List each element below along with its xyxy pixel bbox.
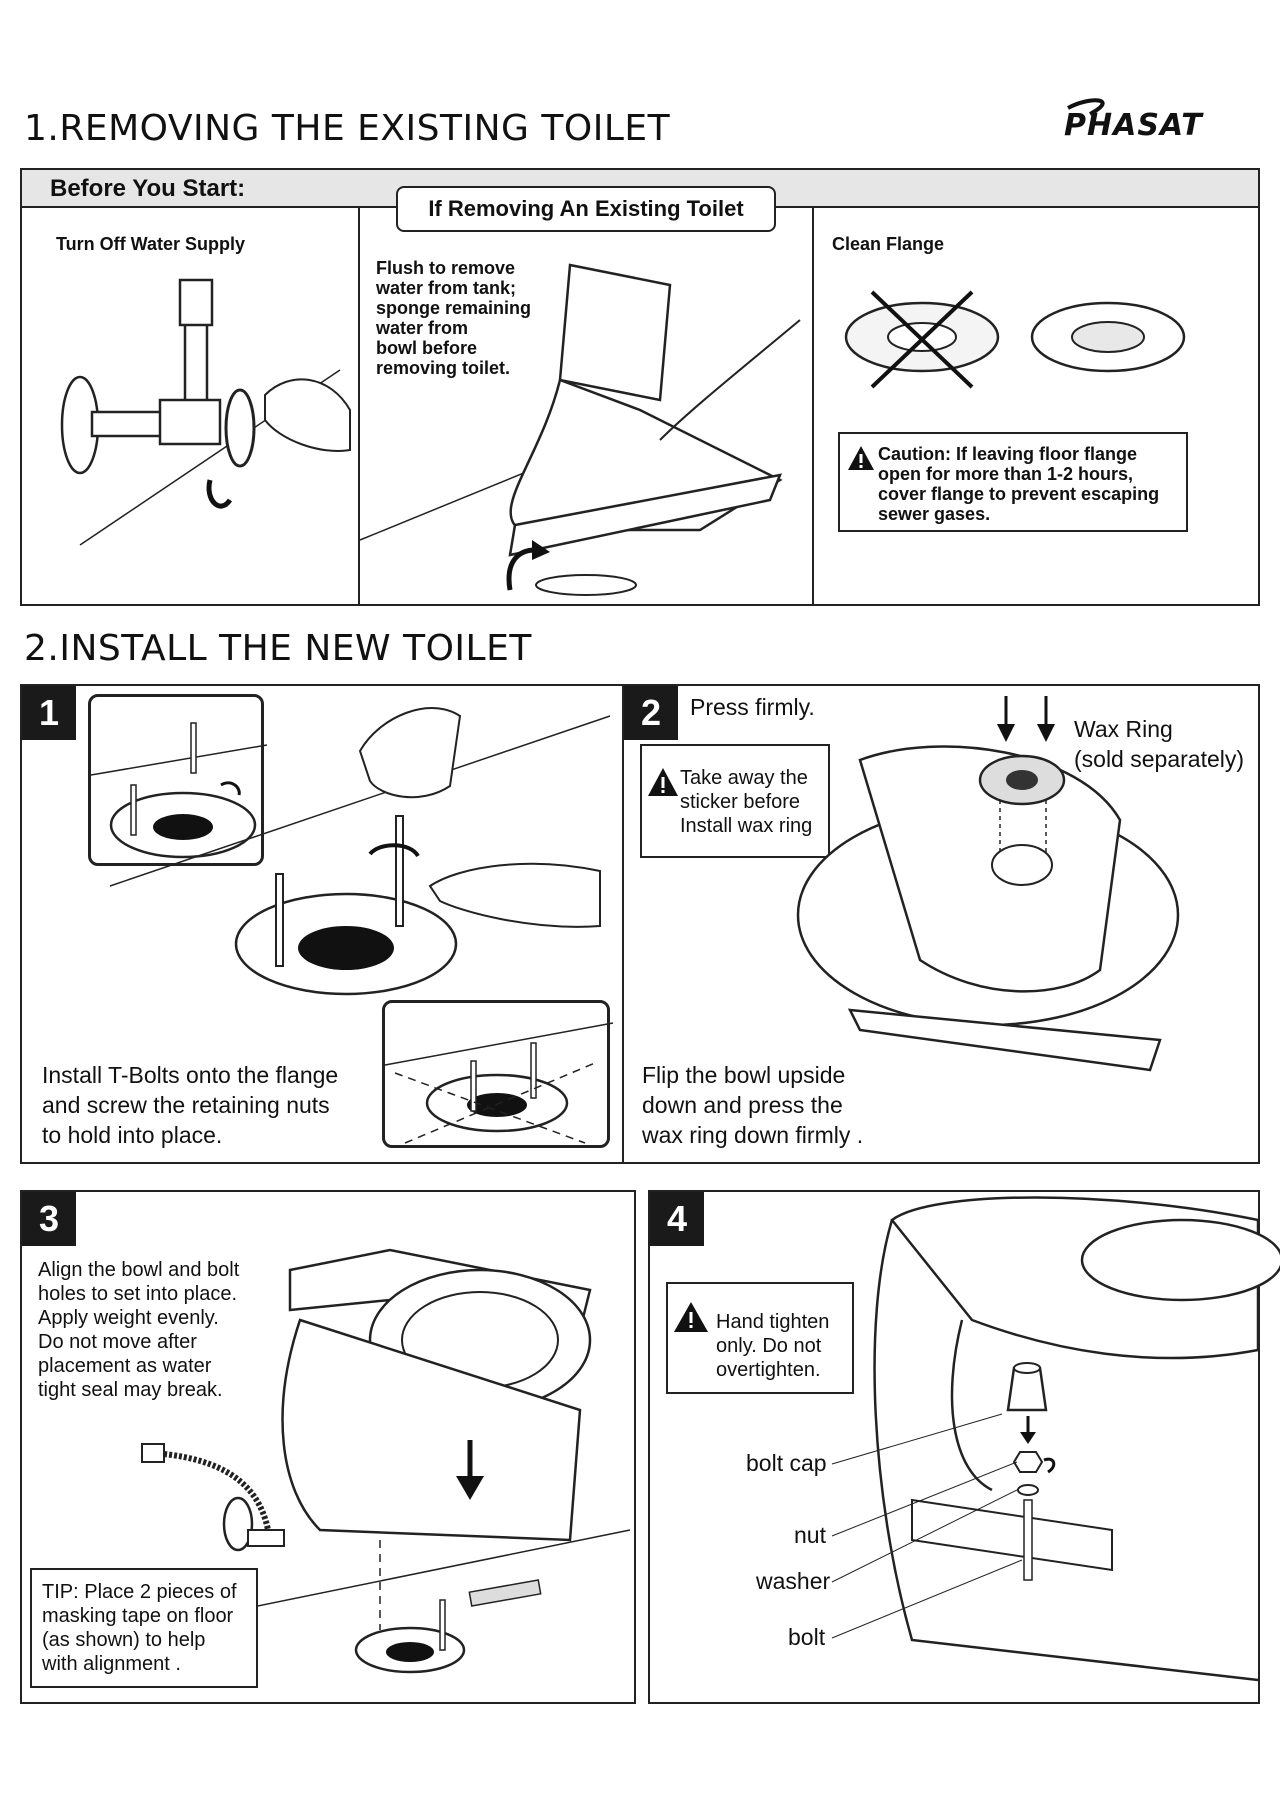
- section-title-install: 2.INSTALL THE NEW TOILET: [24, 628, 532, 669]
- nut-label: nut: [794, 1522, 826, 1548]
- step3-line: tight seal may break.: [38, 1379, 223, 1401]
- press-firmly: Press firmly.: [690, 694, 815, 720]
- section-title-removing: 1.REMOVING THE EXISTING TOILET: [24, 108, 671, 149]
- flush-line: sponge remaining: [376, 298, 532, 318]
- bolt-label: bolt: [788, 1624, 826, 1650]
- step2-badge: 2: [624, 686, 678, 740]
- sticker-line: Install wax ring: [680, 815, 813, 837]
- clean-flange-icon: [1030, 301, 1186, 373]
- caution-line: open for more than 1-2 hours,: [878, 464, 1134, 484]
- wax-ring-label: Wax Ring (sold separately): [1074, 714, 1244, 774]
- step2-line: down and press the: [642, 1092, 843, 1118]
- step1-text: Install T-Bolts onto the flange and scre…: [42, 1060, 338, 1150]
- wax-ring-line: Wax Ring: [1074, 716, 1173, 742]
- caution-box: Caution: If leaving floor flange open fo…: [838, 432, 1188, 532]
- caution-line: Caution: If leaving floor flange: [878, 444, 1138, 464]
- washer-label: washer: [756, 1568, 831, 1594]
- flush-text: Flush to remove water from tank; sponge …: [376, 258, 531, 378]
- brand-logo: PHASAT: [1060, 94, 1203, 146]
- sticker-line: sticker before: [680, 791, 801, 813]
- water-supply-label: Turn Off Water Supply: [56, 234, 245, 254]
- step4-badge: 4: [650, 1192, 704, 1246]
- clean-flange-label: Clean Flange: [832, 234, 945, 254]
- center-label-box: If Removing An Existing Toilet: [396, 186, 776, 232]
- tip-line: masking tape on floor: [42, 1605, 234, 1627]
- hand-tighten-box: Hand tighten only. Do not overtighten.: [666, 1282, 854, 1394]
- divider-left: [358, 206, 360, 606]
- flush-line: removing toilet.: [376, 358, 511, 378]
- warning-icon: [648, 768, 678, 796]
- divider-right: [812, 206, 814, 606]
- hand-tighten-line: overtighten.: [716, 1359, 821, 1381]
- dirty-flange-icon: [844, 290, 1000, 389]
- caution-line: sewer gases.: [878, 504, 991, 524]
- step1-line: Install T-Bolts onto the flange: [42, 1062, 339, 1088]
- step1-flange-illustration: [109, 707, 611, 996]
- tbolt-insert-illustration: [90, 722, 268, 859]
- step1-line: to hold into place.: [42, 1122, 223, 1148]
- flush-line: bowl before: [376, 338, 478, 358]
- step3-line: placement as water: [38, 1355, 212, 1377]
- down-arrow-icon: [997, 696, 1055, 742]
- step2-line: Flip the bowl upside: [642, 1062, 846, 1088]
- before-header: Before You Start:: [50, 175, 246, 202]
- bolt-cap-label: bolt cap: [746, 1450, 827, 1476]
- sticker-line: Take away the: [680, 767, 808, 789]
- flush-line: Flush to remove: [376, 258, 516, 278]
- tip-line: with alignment .: [42, 1653, 181, 1675]
- caution-text: Caution: If leaving floor flange open fo…: [878, 444, 1159, 524]
- step3-line: holes to set into place.: [38, 1283, 238, 1305]
- warning-icon: [848, 446, 874, 470]
- logo-swoosh-icon: [1067, 98, 1105, 116]
- hand-tighten-text: Hand tighten only. Do not overtighten.: [716, 1310, 829, 1382]
- step2-text: Flip the bowl upside down and press the …: [642, 1060, 863, 1150]
- wax-ring-line: (sold separately): [1074, 746, 1245, 772]
- flipped-bowl-illustration: [796, 745, 1180, 1072]
- tip-text: TIP: Place 2 pieces of masking tape on f…: [42, 1580, 237, 1676]
- sticker-text: Take away the sticker before Install wax…: [680, 766, 812, 838]
- caution-line: cover flange to prevent escaping: [878, 484, 1160, 504]
- step1-badge: 1: [22, 686, 76, 740]
- flush-line: water from: [376, 318, 469, 338]
- toilet-removal-illustration: [359, 263, 801, 596]
- hand-tighten-line: Hand tighten: [716, 1311, 830, 1333]
- step3-line: Do not move after: [38, 1331, 197, 1353]
- tip-box: TIP: Place 2 pieces of masking tape on f…: [30, 1568, 258, 1688]
- tip-line: TIP: Place 2 pieces of: [42, 1581, 237, 1603]
- step3-text: Align the bowl and bolt holes to set int…: [38, 1258, 239, 1402]
- sticker-warning-box: Take away the sticker before Install wax…: [640, 744, 830, 858]
- bowl-alignment-illustration: [139, 1248, 631, 1674]
- center-label: If Removing An Existing Toilet: [428, 196, 744, 221]
- hand-tighten-line: only. Do not: [716, 1335, 822, 1357]
- bolt-detail-illustration: [831, 1196, 1280, 1682]
- warning-icon: [674, 1302, 708, 1332]
- step1-inset-top: [88, 694, 268, 866]
- valve-illustration: [60, 278, 351, 546]
- supply-line-illustration: [141, 1443, 285, 1552]
- step3-badge: 3: [22, 1192, 76, 1246]
- tip-line: (as shown) to help: [42, 1629, 206, 1651]
- step3-line: Apply weight evenly.: [38, 1307, 219, 1329]
- tbolt-aligned-illustration: [384, 1022, 614, 1144]
- step2-line: wax ring down firmly .: [642, 1122, 864, 1148]
- flush-line: water from tank;: [376, 278, 517, 298]
- step1-line: and screw the retaining nuts: [42, 1092, 330, 1118]
- logo-text: PHASAT: [1064, 108, 1203, 143]
- step1-inset-bottom: [382, 1000, 614, 1148]
- step3-line: Align the bowl and bolt: [38, 1259, 240, 1281]
